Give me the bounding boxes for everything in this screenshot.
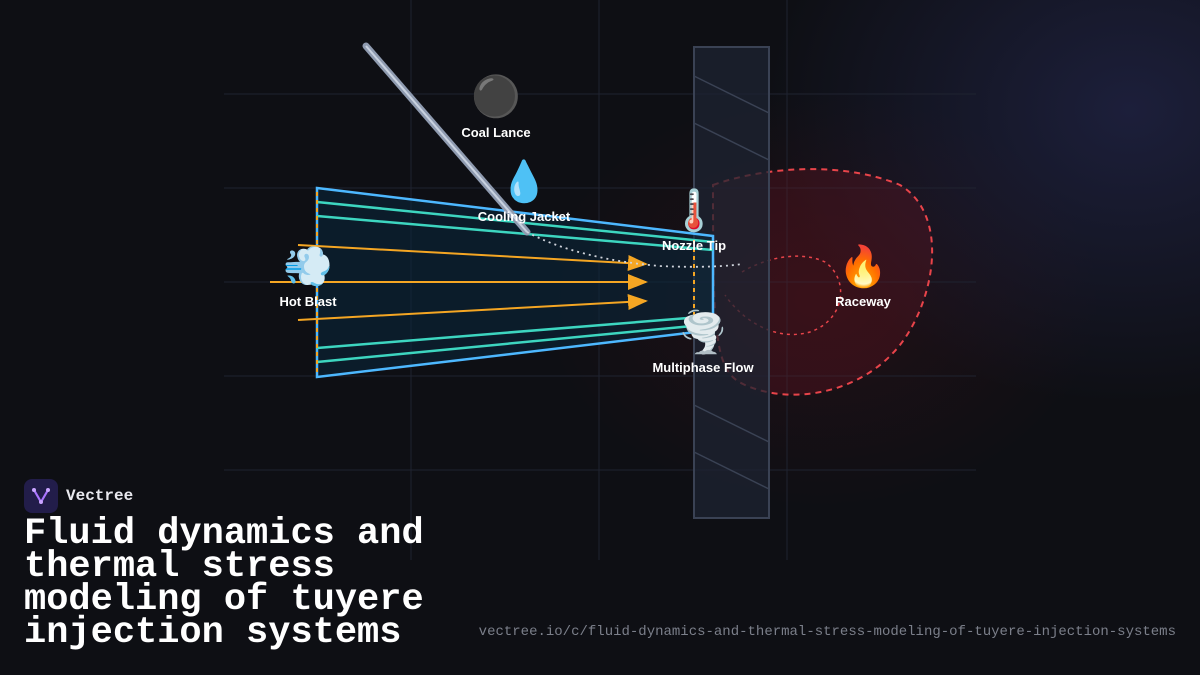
thermometer-icon: 🌡️: [669, 187, 719, 233]
furnace-wall: [693, 46, 770, 519]
node-coal-lance: ⚫ Coal Lance: [461, 73, 530, 140]
vectree-logo-icon: [24, 479, 58, 513]
node-label: Hot Blast: [279, 294, 337, 309]
black-circle-icon: ⚫: [471, 73, 521, 119]
hot-blast-arrows: [270, 244, 648, 321]
node-label: Multiphase Flow: [652, 360, 754, 375]
node-label: Coal Lance: [461, 125, 530, 140]
node-label: Cooling Jacket: [478, 209, 571, 224]
node-nozzle-tip: 🌡️ Nozzle Tip: [662, 187, 726, 253]
page-url[interactable]: vectree.io/c/fluid-dynamics-and-thermal-…: [478, 624, 1176, 640]
node-cooling-jacket: 💧 Cooling Jacket: [478, 158, 571, 224]
tornado-icon: 🌪️: [678, 308, 728, 356]
page-title: Fluid dynamics and thermal stress modeli…: [24, 513, 424, 654]
coal-lance: [362, 42, 743, 268]
wind-icon: 💨: [283, 245, 333, 289]
brand: Vectree: [24, 479, 133, 513]
node-hot-blast: 💨 Hot Blast: [279, 245, 337, 309]
node-label: Nozzle Tip: [662, 238, 726, 253]
brand-name: Vectree: [66, 487, 134, 505]
water-drop-icon: 💧: [499, 158, 549, 204]
node-raceway: 🔥 Raceway: [835, 243, 891, 309]
fire-icon: 🔥: [838, 243, 888, 289]
node-multiphase-flow: 🌪️ Multiphase Flow: [652, 308, 754, 375]
node-label: Raceway: [835, 294, 891, 309]
